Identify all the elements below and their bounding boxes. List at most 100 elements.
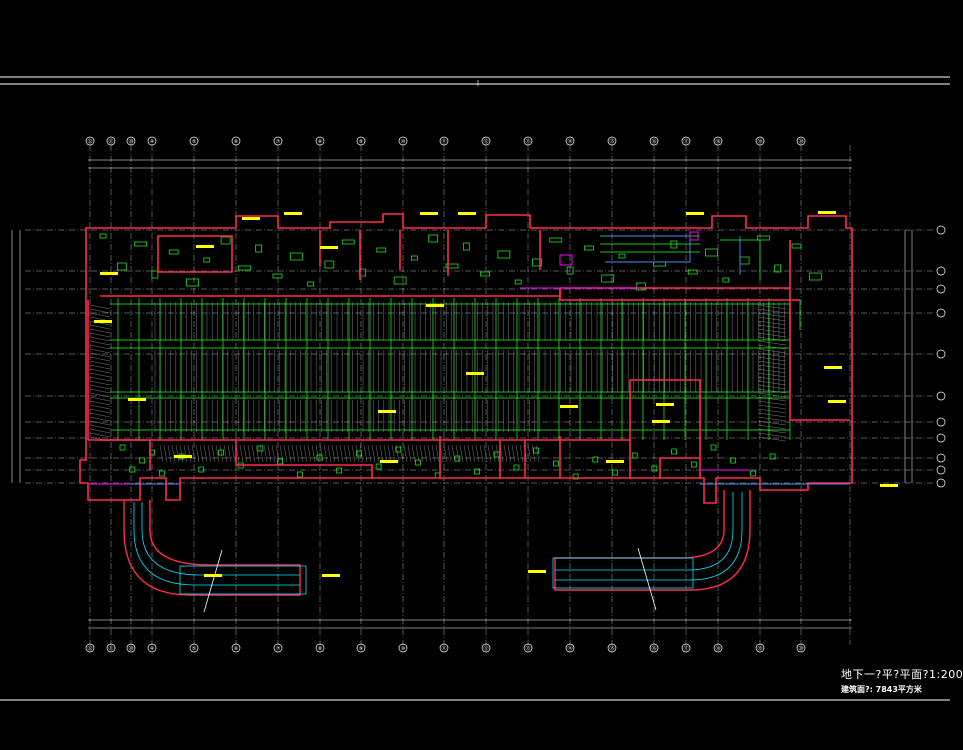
axis-bubble: ⑳ <box>796 136 806 146</box>
axis-bubble: ⑭ <box>565 643 575 653</box>
svg-text:㉑: ㉑ <box>108 138 113 145</box>
svg-text:⑰: ⑰ <box>683 138 688 145</box>
svg-text:⑩: ⑩ <box>401 646 406 652</box>
column-axis-bottom: ㉒ ㉑ ⑳ ④ ⑤ ⑥ ⑦ ⑧ ⑨ ⑩ ⑪ ⑫ ⑬ ⑭ ⑮ ⑯ ⑰ ⑱ ⑲ ⑳ <box>85 643 806 653</box>
svg-text:⑱: ⑱ <box>715 645 720 652</box>
axis-bubble: ⑪ <box>439 136 449 146</box>
axis-bubble: ㉒ <box>85 643 95 653</box>
axis-bubble: ⑤ <box>189 643 199 653</box>
drawing-title: 地下一?平?平面?1:200 <box>841 668 963 681</box>
svg-text:⑳: ⑳ <box>798 645 803 652</box>
axis-bubble: ⑪ <box>439 643 449 653</box>
svg-text:⑮: ⑮ <box>609 645 614 652</box>
svg-text:⑯: ⑯ <box>651 138 656 145</box>
svg-text:⑬: ⑬ <box>525 645 530 652</box>
axis-bubble: ⑲ <box>755 136 765 146</box>
column-axis-top: ㉒ ㉑ ⑳ ④ ⑤ ⑥ ⑦ ⑧ ⑨ ⑩ ⑪ ⑫ ⑬ ⑭ ⑮ ⑯ ⑰ ⑱ ⑲ ⑳ <box>85 136 806 146</box>
axis-bubble: ⑥ <box>231 136 241 146</box>
svg-text:⑫: ⑫ <box>483 645 488 652</box>
svg-text:㉒: ㉒ <box>87 645 92 652</box>
svg-text:⑤: ⑤ <box>192 646 197 652</box>
svg-text:⑬: ⑬ <box>525 138 530 145</box>
axis-bubble <box>936 391 946 401</box>
svg-text:⑯: ⑯ <box>651 645 656 652</box>
axis-bubble: ⑯ <box>649 643 659 653</box>
mep-equipment <box>99 233 822 480</box>
svg-text:⑫: ⑫ <box>483 138 488 145</box>
axis-bubble: ㉑ <box>106 643 116 653</box>
axis-bubble <box>936 417 946 427</box>
axis-bubble: ⑬ <box>523 643 533 653</box>
axis-bubble: ⑮ <box>607 643 617 653</box>
axis-bubble: ⑨ <box>356 643 366 653</box>
axis-bubble: ⑩ <box>398 136 408 146</box>
ramps <box>123 490 751 613</box>
axis-bubble <box>936 308 946 318</box>
axis-bubble <box>936 284 946 294</box>
axis-bubble: ⑫ <box>481 643 491 653</box>
svg-text:⑦: ⑦ <box>276 646 281 652</box>
axis-bubble: ⑫ <box>481 136 491 146</box>
svg-text:⑥: ⑥ <box>234 646 239 652</box>
svg-text:⑪: ⑪ <box>441 645 446 652</box>
svg-text:⑱: ⑱ <box>715 138 720 145</box>
axis-grid <box>25 145 935 645</box>
axis-bubble: ⑰ <box>681 643 691 653</box>
axis-bubble: ④ <box>147 136 157 146</box>
axis-bubble: ⑳ <box>796 643 806 653</box>
area-note: 建筑面?: 7843平方米 <box>841 685 922 694</box>
svg-text:④: ④ <box>150 646 155 652</box>
svg-text:㉒: ㉒ <box>87 138 92 145</box>
svg-text:⑩: ⑩ <box>401 139 406 145</box>
svg-text:⑳: ⑳ <box>128 645 133 652</box>
axis-bubble: ⑭ <box>565 136 575 146</box>
dimension-lines <box>11 159 913 629</box>
axis-bubble <box>936 465 946 475</box>
axis-bubble <box>936 453 946 463</box>
svg-text:⑮: ⑮ <box>609 138 614 145</box>
axis-bubble: ④ <box>147 643 157 653</box>
axis-bubble: ⑬ <box>523 136 533 146</box>
axis-bubble: ⑯ <box>649 136 659 146</box>
svg-text:⑨: ⑨ <box>359 139 364 145</box>
axis-bubble: ⑳ <box>126 643 136 653</box>
axis-bubble <box>936 349 946 359</box>
axis-bubble: ⑱ <box>713 643 723 653</box>
axis-bubble: ⑰ <box>681 136 691 146</box>
parking-stalls <box>89 302 790 463</box>
svg-text:⑥: ⑥ <box>234 139 239 145</box>
axis-bubble: ⑱ <box>713 136 723 146</box>
axis-bubble: ⑩ <box>398 643 408 653</box>
axis-bubble: ⑨ <box>356 136 366 146</box>
annotation-tags <box>94 211 898 577</box>
axis-bubble: ⑤ <box>189 136 199 146</box>
axis-bubble: ㉑ <box>106 136 116 146</box>
svg-text:⑤: ⑤ <box>192 139 197 145</box>
svg-text:⑪: ⑪ <box>441 138 446 145</box>
axis-bubble: ⑦ <box>273 136 283 146</box>
building-walls <box>79 213 853 504</box>
axis-bubble: ⑧ <box>315 643 325 653</box>
row-axis-right <box>936 225 946 488</box>
svg-text:⑧: ⑧ <box>318 139 323 145</box>
svg-text:⑭: ⑭ <box>567 138 572 145</box>
svg-text:⑳: ⑳ <box>128 138 133 145</box>
axis-bubble: ⑮ <box>607 136 617 146</box>
svg-text:⑭: ⑭ <box>567 645 572 652</box>
axis-bubble <box>936 266 946 276</box>
axis-bubble <box>936 478 946 488</box>
axis-bubble: ⑳ <box>126 136 136 146</box>
svg-text:⑧: ⑧ <box>318 646 323 652</box>
svg-text:㉑: ㉑ <box>108 645 113 652</box>
axis-bubble: ⑦ <box>273 643 283 653</box>
svg-text:⑨: ⑨ <box>359 646 364 652</box>
axis-bubble: ⑲ <box>755 643 765 653</box>
svg-text:⑦: ⑦ <box>276 139 281 145</box>
axis-bubble <box>936 225 946 235</box>
drawing-frame <box>0 76 950 701</box>
svg-text:⑲: ⑲ <box>757 138 762 145</box>
axis-bubble <box>936 433 946 443</box>
svg-text:⑰: ⑰ <box>683 645 688 652</box>
svg-text:⑳: ⑳ <box>798 138 803 145</box>
